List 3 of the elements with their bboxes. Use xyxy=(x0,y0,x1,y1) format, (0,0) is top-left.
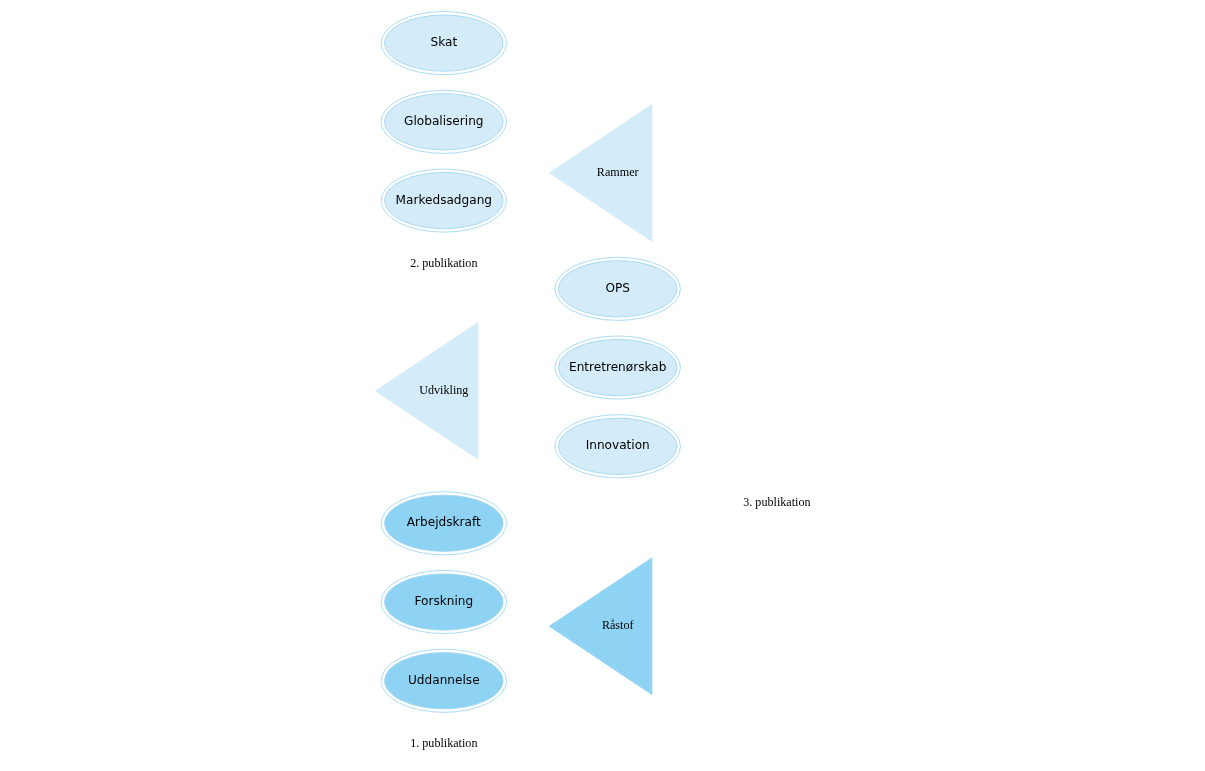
label: 3. publikation xyxy=(742,494,811,509)
label: 2. publikation xyxy=(409,255,477,270)
label: 1. publikation xyxy=(409,736,477,751)
